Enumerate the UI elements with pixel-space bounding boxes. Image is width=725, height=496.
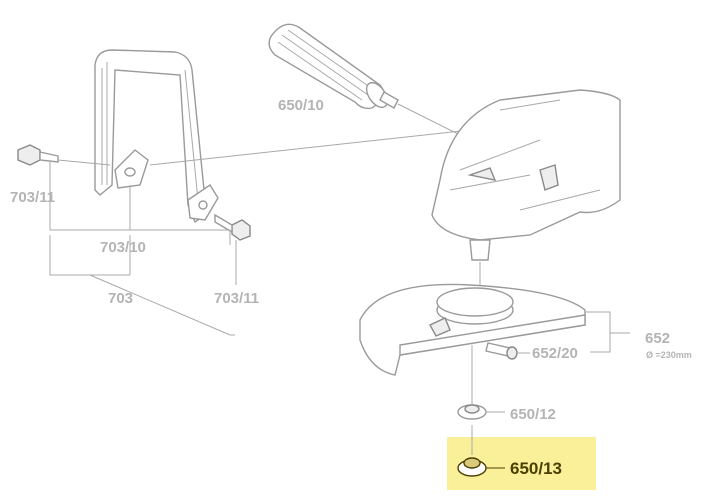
label-guard-diameter: Ø =230mm: [646, 350, 692, 360]
label-650-12: 650/12: [510, 406, 556, 423]
nut-part[interactable]: [457, 457, 505, 477]
bracket-part[interactable]: [94, 49, 219, 224]
label-703-11-right: 703/11: [214, 290, 259, 307]
label-652: 652: [645, 330, 670, 347]
bolt-left-part[interactable]: [17, 144, 111, 166]
side-handle-part[interactable]: [268, 23, 471, 141]
label-652-20: 652/20: [532, 345, 578, 362]
wheel-guard-part[interactable]: [359, 283, 586, 376]
flange-part[interactable]: [457, 404, 505, 420]
label-703-10: 703/10: [100, 239, 146, 256]
label-703-11-left: 703/11: [10, 189, 55, 206]
guard-screw-part[interactable]: [485, 342, 530, 360]
bolt-right-part[interactable]: [214, 213, 251, 241]
label-650-13: 650/13: [510, 459, 562, 478]
label-703: 703: [108, 290, 133, 307]
angle-grinder-body[interactable]: [431, 89, 621, 261]
label-650-10: 650/10: [278, 97, 324, 114]
